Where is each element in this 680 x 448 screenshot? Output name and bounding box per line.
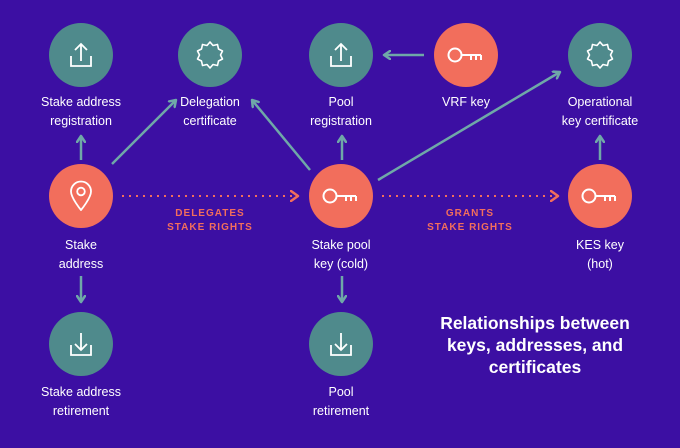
diagram-caption: Relationships between keys, addresses, a… bbox=[440, 313, 630, 377]
pool-registration-label: Pool registration bbox=[310, 95, 372, 128]
certificate-badge-icon bbox=[586, 41, 614, 69]
kes-key-node bbox=[568, 164, 632, 228]
delegation-certificate-node bbox=[178, 23, 242, 87]
stake-address-registration-label: Stake address registration bbox=[41, 95, 121, 128]
stake-address-retirement-label: Stake address retirement bbox=[41, 385, 121, 418]
vrf-key-label: VRF key bbox=[442, 95, 490, 109]
vrf-key-node bbox=[434, 23, 498, 87]
arrow-pool-key-to-delegation bbox=[252, 100, 311, 171]
certificate-badge-icon bbox=[196, 41, 224, 69]
download-icon bbox=[70, 333, 92, 356]
delegates-relation-label: DELEGATES STAKE RIGHTS bbox=[167, 208, 253, 233]
operational-key-certificate-label: Operational key certificate bbox=[561, 95, 639, 128]
upload-icon bbox=[330, 42, 352, 67]
stake-address-registration-node bbox=[49, 23, 113, 87]
stake-address-retirement-node bbox=[49, 312, 113, 376]
stake-address-label: Stake address bbox=[58, 238, 104, 271]
kes-key-label: KES key (hot) bbox=[576, 238, 624, 271]
pool-retirement-node bbox=[309, 312, 373, 376]
operational-key-certificate-node bbox=[568, 23, 632, 87]
grants-relation-label: GRANTS STAKE RIGHTS bbox=[427, 208, 513, 233]
download-icon bbox=[330, 333, 352, 356]
upload-icon bbox=[70, 42, 92, 67]
pool-registration-node bbox=[309, 23, 373, 87]
delegation-certificate-label: Delegation certificate bbox=[180, 95, 240, 128]
key-icon bbox=[447, 47, 482, 63]
stake-address-node bbox=[49, 164, 113, 228]
arrow-stake-address-to-delegation bbox=[111, 100, 176, 165]
stake-pool-key-label: Stake pool key (cold) bbox=[311, 238, 371, 271]
location-pin-icon bbox=[70, 180, 92, 211]
stake-pool-key-node bbox=[309, 164, 373, 228]
arrow-pool-key-to-operational-cert bbox=[377, 72, 560, 182]
key-icon bbox=[322, 188, 357, 204]
pool-retirement-label: Pool retirement bbox=[312, 385, 370, 418]
key-icon bbox=[581, 188, 616, 204]
